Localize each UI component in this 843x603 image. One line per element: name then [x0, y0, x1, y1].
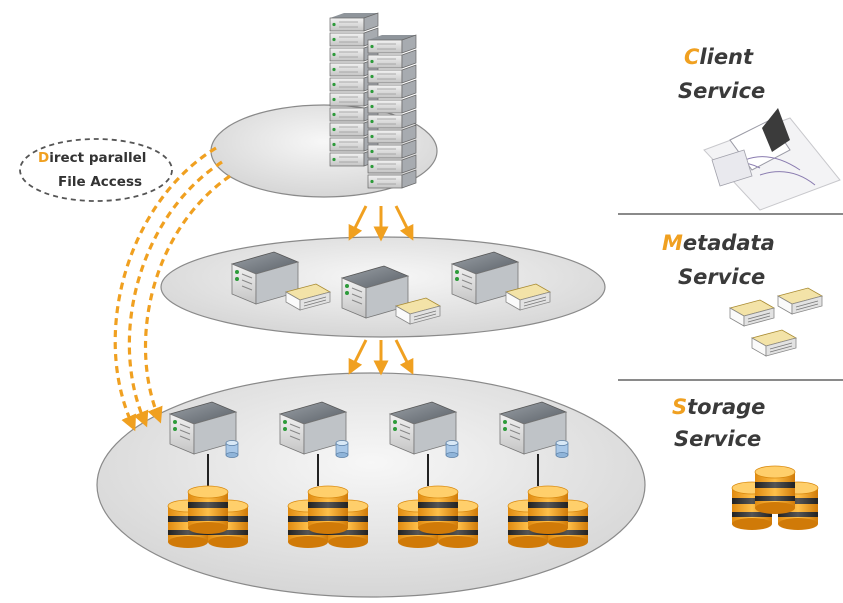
storage-node-2: [279, 401, 369, 549]
storage-node-4: [499, 401, 589, 549]
storage-service-title-line1: Storage: [672, 395, 765, 419]
storage-disks-icon: [731, 465, 819, 531]
client-to-metadata-arrows: [348, 205, 414, 242]
storage-node-3: [389, 401, 479, 549]
storage-node-1: [167, 401, 249, 549]
service-legend: Client Service Metadata Service Storage …: [618, 45, 843, 531]
metadata-to-storage-arrows: [348, 339, 414, 376]
direct-access-line2: File Access: [58, 174, 142, 190]
direct-access-arrows: [113, 146, 231, 432]
client-illustration-icon: [703, 108, 841, 211]
direct-access-callout: Direct parallel File Access: [19, 138, 173, 202]
client-service-title-line2: Service: [678, 79, 765, 103]
storage-service-title-line2: Service: [674, 427, 761, 451]
metadata-service-title-line1: Metadata: [662, 231, 775, 255]
metadata-drawers-icon: [729, 287, 823, 357]
storage-tier-ellipse: [96, 372, 646, 598]
client-rack-tower: [329, 12, 417, 189]
direct-access-line1: Direct parallel: [38, 150, 146, 166]
client-service-title-line1: Client: [684, 45, 754, 69]
metadata-service-title-line2: Service: [678, 265, 765, 289]
